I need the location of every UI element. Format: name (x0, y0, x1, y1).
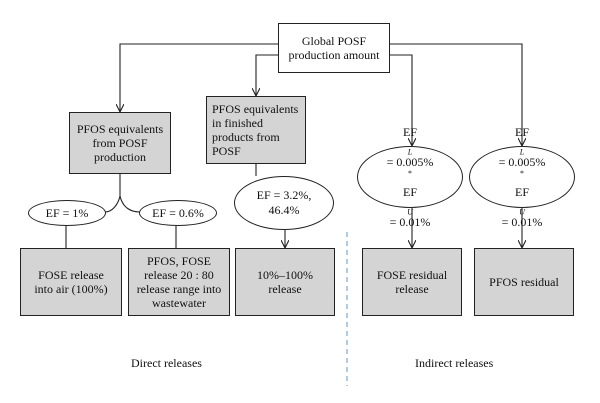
wastewater-line-2: release 20 : 80 (144, 268, 214, 282)
fose-residual-release-box: FOSE residual release (362, 248, 462, 316)
ef-products-line-1: EF = 3.2%, (256, 188, 312, 202)
global-posf-production-box: Global POSF production amount (278, 23, 390, 73)
left-source-line-2: from POSF (92, 136, 148, 150)
ef-products-line-2: 46.4% (268, 203, 300, 217)
products-release-line-2: release (268, 282, 302, 296)
mid-source-line-3: products from (212, 130, 280, 144)
mid-source-line-2: in finished (212, 116, 263, 130)
direct-releases-caption: Direct releases (131, 356, 202, 370)
indirect-releases-caption: Indirect releases (415, 356, 494, 370)
ef-air-label: EF = 1% (45, 205, 89, 220)
wastewater-line-1: PFOS, FOSE (146, 254, 212, 268)
pfos-in-finished-products-box: PFOS equivalents in finished products fr… (206, 96, 306, 164)
global-posf-line-1: Global POSF (301, 34, 367, 48)
ef-air-oval: EF = 1% (28, 200, 106, 226)
pfos-from-posf-production-box: PFOS equivalents from POSF production (69, 112, 171, 174)
left-source-line-3: production (94, 150, 146, 164)
wastewater-release-box: PFOS, FOSE release 20 : 80 release range… (128, 248, 230, 316)
pfos-residual-box: PFOS residual (474, 248, 574, 316)
ef-products-oval: EF = 3.2%, 46.4% (234, 176, 334, 230)
fose-residual-line-1: FOSE residual (376, 268, 448, 282)
mid-source-line-1: PFOS equivalents (212, 102, 299, 116)
wastewater-line-3: release range into (136, 282, 222, 296)
mid-source-line-4: POSF (212, 144, 241, 158)
ef-wastewater-label: EF = 0.6% (152, 205, 204, 220)
products-release-box: 10%–100% release (235, 248, 335, 316)
fose-air-line-1: FOSE release (38, 268, 104, 282)
global-posf-line-2: production amount (288, 48, 380, 62)
ef-wastewater-oval: EF = 0.6% (139, 200, 217, 226)
pfos-residual-line-1: PFOS residual (489, 275, 559, 289)
wastewater-line-4: wastewater (152, 296, 206, 310)
left-source-line-1: PFOS equivalents (76, 122, 164, 136)
fose-air-line-2: into air (100%) (34, 282, 108, 296)
fose-release-air-box: FOSE release into air (100%) (20, 248, 122, 316)
products-release-line-1: 10%–100% (257, 268, 313, 282)
fose-residual-line-2: release (395, 282, 429, 296)
